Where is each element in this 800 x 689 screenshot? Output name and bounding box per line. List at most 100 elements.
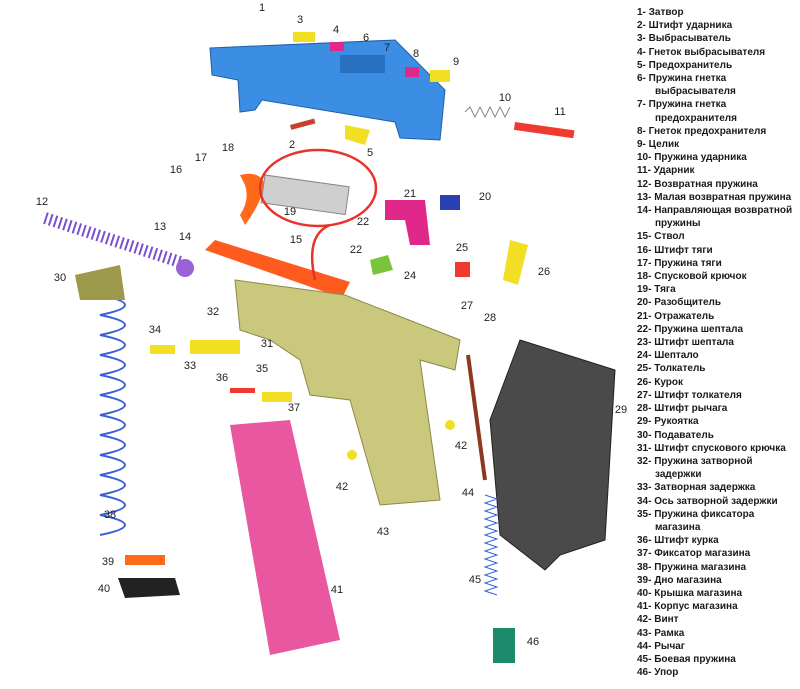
legend-item: 6- Пружина гнетка выбрасывателя: [637, 73, 736, 98]
part-number-callout: 18: [221, 142, 235, 154]
legend-item: 2- Штифт ударника: [637, 20, 733, 32]
part-number-callout: 21: [403, 188, 417, 200]
part-number-callout: 44: [461, 487, 475, 499]
part-number-callout: 34: [148, 324, 162, 336]
legend-item: 5- Предохранитель: [637, 59, 733, 71]
part-number-callout: 3: [296, 14, 304, 26]
part-grip: [489, 339, 616, 571]
part-disconnector: [385, 200, 430, 245]
part-screw: [445, 420, 455, 430]
legend-item: 24- Шептало: [637, 350, 699, 362]
legend-item: 15- Ствол: [637, 231, 685, 243]
part-hammer-pin: [230, 388, 255, 393]
part-number-callout: 22: [349, 244, 363, 256]
part-slide-stop: [190, 340, 240, 354]
legend-item: 25- Толкатель: [637, 363, 706, 375]
legend-item: 4- Гнеток выбрасывателя: [637, 46, 766, 58]
legend-item: 12- Возвратная пружина: [637, 178, 758, 190]
legend-item: 40- Крышка магазина: [637, 587, 743, 599]
part-number-callout: 6: [362, 32, 370, 44]
part-number-callout: 37: [287, 402, 301, 414]
part-number-callout: 9: [452, 56, 460, 68]
part-firing-pin: [513, 122, 575, 139]
part-number-callout: 12: [35, 196, 49, 208]
part-number-callout: 16: [169, 164, 183, 176]
part-trigger: [240, 173, 265, 225]
legend-item: 26- Курок: [637, 376, 683, 388]
part-number-callout: 39: [101, 556, 115, 568]
legend-item: 29- Рукоятка: [637, 416, 699, 428]
legend-item: 14- Направляющая возвратной пружины: [637, 205, 793, 230]
part-number-callout: 10: [498, 92, 512, 104]
part-magazine-spring: [99, 294, 126, 536]
part-number-callout: 8: [412, 48, 420, 60]
part-number-callout: 25: [455, 242, 469, 254]
part-number-callout: 42: [454, 440, 468, 452]
part-number-callout: 43: [376, 526, 390, 538]
part-number-callout: 41: [330, 584, 344, 596]
part-magazine-floorplate: [125, 555, 165, 565]
part-number-callout: 14: [178, 231, 192, 243]
part-number-callout: 13: [153, 221, 167, 233]
part-safety: [345, 125, 370, 145]
part-number-callout: 20: [478, 191, 492, 203]
part-rear-sight: [430, 70, 450, 82]
legend-item: 1- Затвор: [637, 7, 684, 18]
part-number-callout: 19: [283, 206, 297, 218]
part-magazine-catch: [262, 392, 292, 402]
legend-item: 7- Пружина гнетка предохранителя: [637, 99, 737, 124]
part-sear: [370, 255, 393, 275]
legend-item: 45- Боевая пружина: [637, 653, 736, 665]
part-slide-stop-pin: [150, 345, 175, 354]
annotation-circle: [258, 148, 378, 228]
part-hammer: [503, 240, 528, 285]
part-number-callout: 30: [53, 272, 67, 284]
legend-item: 46- Упор: [637, 667, 679, 679]
part-number-callout: 45: [468, 574, 482, 586]
legend-item: 17- Пружина тяги: [637, 257, 722, 269]
legend-item: 38- Пружина магазина: [637, 561, 747, 573]
legend-item: 11- Ударник: [637, 165, 695, 177]
part-frame: [234, 279, 461, 506]
legend-item: 20- Разобщитель: [637, 297, 722, 309]
part-slide: [209, 39, 446, 141]
legend-item: 39- Дно магазина: [637, 574, 722, 586]
part-safety-plunger: [405, 67, 419, 77]
part-firing-pin-retainer: [290, 118, 316, 130]
part-number-callout: 28: [483, 312, 497, 324]
part-number-callout: 42: [335, 481, 349, 493]
part-firing-pin-spring: [464, 105, 511, 119]
legend-item: 31- Штифт спускового крючка: [637, 442, 786, 454]
legend-item: 18- Спусковой крючок: [637, 271, 747, 283]
part-number-callout: 22: [356, 216, 370, 228]
part-number-callout: 32: [206, 306, 220, 318]
legend-item: 34- Ось затворной задержки: [637, 495, 778, 507]
part-mainspring-stop: [493, 628, 515, 663]
part-number-callout: 27: [460, 300, 474, 312]
part-number-callout: 36: [215, 372, 229, 384]
part-magazine-cover: [118, 578, 180, 598]
part-number-callout: 5: [366, 147, 374, 159]
part-number-callout: 24: [403, 270, 417, 282]
part-number-callout: 15: [289, 234, 303, 246]
legend-item: 21- Отражатель: [637, 310, 715, 322]
annotation-line: [310, 223, 331, 281]
slide-ejection-port: [340, 55, 385, 73]
part-number-callout: 7: [383, 42, 391, 54]
legend-item: 3- Выбрасыватель: [637, 33, 731, 45]
legend-item: 27- Штифт толкателя: [637, 389, 742, 401]
part-barrel: [205, 240, 350, 298]
legend-item: 36- Штифт курка: [637, 535, 719, 547]
legend-item: 32- Пружина затворной задержки: [637, 455, 753, 481]
legend-item: 16- Штифт тяги: [637, 244, 713, 256]
part-recoil-spring: [43, 212, 182, 268]
legend-item: 37- Фиксатор магазина: [637, 548, 751, 560]
part-screw-2: [347, 450, 357, 460]
legend-item: 10- Пружина ударника: [637, 152, 747, 164]
part-number-callout: 2: [288, 139, 296, 151]
legend-item: 30- Подаватель: [637, 429, 714, 441]
legend-item: 42- Винт: [637, 614, 679, 626]
legend-item: 41- Корпус магазина: [637, 601, 738, 613]
legend-item: 9- Целик: [637, 139, 680, 151]
